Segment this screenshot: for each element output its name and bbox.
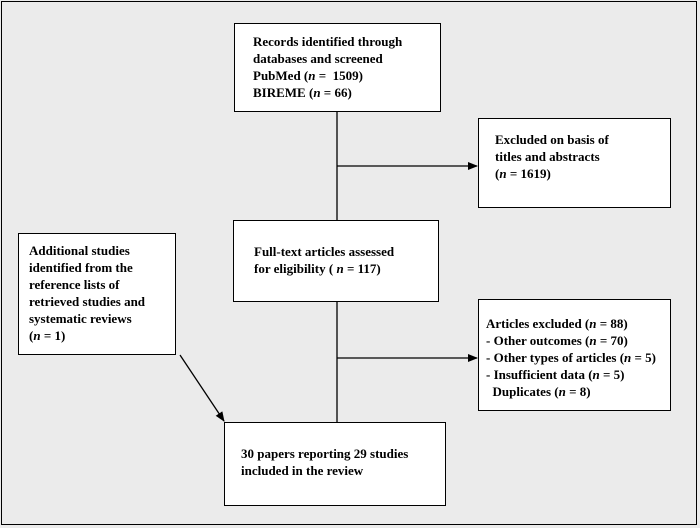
box-line: included in the review [241,462,445,479]
line-text: for eligibility ( [254,261,337,276]
line-text: ( [29,328,34,343]
box-line: - Insufficient data (n = 5) [486,366,670,383]
n-symbol: n [313,85,321,100]
line-text: Full-text articles assessed [254,244,395,259]
line-text: identified from the [29,260,133,275]
box-line: reference lists of [29,276,175,293]
n-symbol: n [592,367,600,382]
line-text: titles and abstracts [495,149,600,164]
box-line: (n = 1) [29,327,175,344]
additional-studies-box: Additional studies identified from the ref… [18,233,176,355]
box-line: Articles excluded (n = 88) [486,315,670,332]
box-line: Excluded on basis of [495,131,670,148]
box-line: (n = 1619) [495,165,670,182]
line-text: Excluded on basis of [495,132,609,147]
included-review-box: 30 papers reporting 29 studies included i… [224,422,446,506]
records-identified-box: Records identified through databases and … [234,23,441,112]
box-line: 30 papers reporting 29 studies [241,445,445,462]
box-line: for eligibility ( n = 117) [254,260,438,277]
n-symbol: n [33,328,41,343]
line-count: = 8) [565,384,591,399]
line-text: 30 papers reporting 29 studies [241,446,409,461]
line-text: - Other types of articles ( [486,350,625,365]
box-line: BIREME (n = 66) [253,84,440,101]
n-symbol: n [558,384,566,399]
articles-excluded-box: Articles excluded (n = 88)- Other outcom… [478,299,671,411]
box-line: Records identified through [253,33,440,50]
excluded-titles-box: Excluded on basis of titles and abstracts… [478,118,671,208]
box-line: identified from the [29,259,175,276]
line-count: = 1619) [506,166,551,181]
line-text: Records identified through [253,34,403,49]
line-text: reference lists of [29,277,120,292]
box-line: Additional studies [29,242,175,259]
line-text: Duplicates ( [486,384,559,399]
line-text: systematic reviews [29,311,132,326]
n-symbol: n [589,333,597,348]
box-line: - Other outcomes (n = 70) [486,332,670,349]
box-line: databases and screened [253,50,440,67]
line-count: = 66) [320,85,352,100]
line-text: PubMed ( [253,68,309,83]
line-count: = 5) [599,367,625,382]
line-count: = 1) [40,328,66,343]
box-line: systematic reviews [29,310,175,327]
line-text: Additional studies [29,243,130,258]
n-symbol: n [499,166,507,181]
line-count: = 70) [596,333,628,348]
line-count: = 5) [631,350,657,365]
line-text: databases and screened [253,51,383,66]
box-line: titles and abstracts [495,148,670,165]
line-text: ( [495,166,500,181]
arrow-additional-to-included [179,354,225,422]
line-text: BIREME ( [253,85,314,100]
line-count: = 88) [596,316,628,331]
n-symbol: n [624,350,632,365]
line-text: - Other outcomes ( [486,333,590,348]
line-text: - Insufficient data ( [486,367,593,382]
line-count: = 117) [343,261,381,276]
n-symbol: n [589,316,597,331]
box-line: PubMed (n = 1509) [253,67,440,84]
box-line: Full-text articles assessed [254,243,438,260]
line-text: Articles excluded ( [486,316,590,331]
n-symbol: n [336,261,344,276]
box-line: - Other types of articles (n = 5) [486,349,670,366]
box-line: Duplicates (n = 8) [486,383,670,400]
line-count: = 1509) [315,68,363,83]
line-text: retrieved studies and [29,294,146,309]
box-line: retrieved studies and [29,293,175,310]
line-text: included in the review [241,463,364,478]
n-symbol: n [308,68,316,83]
